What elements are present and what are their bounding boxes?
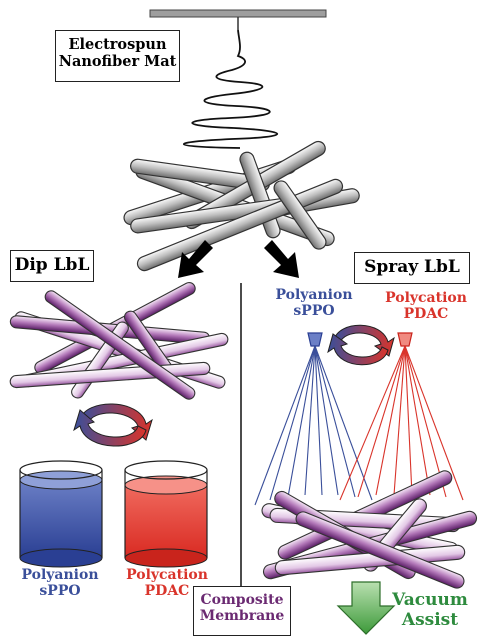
spray-cycle-arrows [327, 324, 395, 366]
composite-membrane-label: Composite Membrane [193, 586, 291, 636]
spray-lbl-title: Spray LbL [354, 252, 470, 284]
spray-polycation-line1: Polycation [385, 290, 467, 306]
dip-coated-fibers [9, 282, 229, 400]
dip-cycle-arrows [73, 403, 153, 447]
spray-polyanion-line1: Polyanion [275, 287, 353, 303]
polyanion-spray [254, 345, 373, 506]
spray-polycation-label: Polycation PDAC [373, 290, 479, 322]
polyanion-nozzle [307, 332, 323, 347]
vacuum-assist-label: Vacuum Assist [384, 590, 476, 630]
dip-polyanion-line2: sPPO [39, 583, 81, 600]
arrow-to-spray [264, 240, 299, 278]
spray-polyanion-label: Polyanion sPPO [262, 287, 366, 319]
nanofiber-mat-label: Electrospun Nanofiber Mat [55, 30, 180, 82]
composite-line2: Membrane [199, 608, 285, 625]
nanofiber-mat-line1: Electrospun [68, 36, 167, 53]
composite-line1: Composite [200, 592, 284, 608]
spray-lbl-title-text: Spray LbL [364, 257, 460, 277]
spinneret [149, 9, 327, 30]
dip-polyanion-label: Polyanion sPPO [6, 567, 114, 599]
dip-polycation-line2: PDAC [144, 583, 190, 600]
spray-polyanion-line2: sPPO [293, 303, 335, 320]
dip-polycation-label: Polycation PDAC [112, 567, 222, 599]
polycation-nozzle [397, 332, 413, 347]
dip-polycation-line1: Polycation [126, 567, 208, 583]
nanofiber-mat-grey [123, 140, 360, 272]
electrospinning-jet [183, 29, 279, 149]
spray-coated-fibers [261, 470, 478, 589]
nanofiber-mat-line2: Nanofiber Mat [58, 52, 177, 70]
polyanion-beaker [19, 460, 103, 568]
vacuum-line2: Assist [401, 609, 459, 630]
dip-lbl-title: Dip LbL [10, 250, 94, 282]
polycation-spray [339, 345, 464, 501]
arrow-to-dip [178, 240, 213, 278]
spray-polycation-line2: PDAC [403, 306, 449, 323]
vacuum-line1: Vacuum [392, 590, 468, 610]
polycation-beaker [124, 460, 208, 568]
dip-lbl-title-text: Dip LbL [14, 255, 90, 275]
vacuum-arrow [336, 581, 396, 635]
dip-polyanion-line1: Polyanion [21, 567, 99, 583]
